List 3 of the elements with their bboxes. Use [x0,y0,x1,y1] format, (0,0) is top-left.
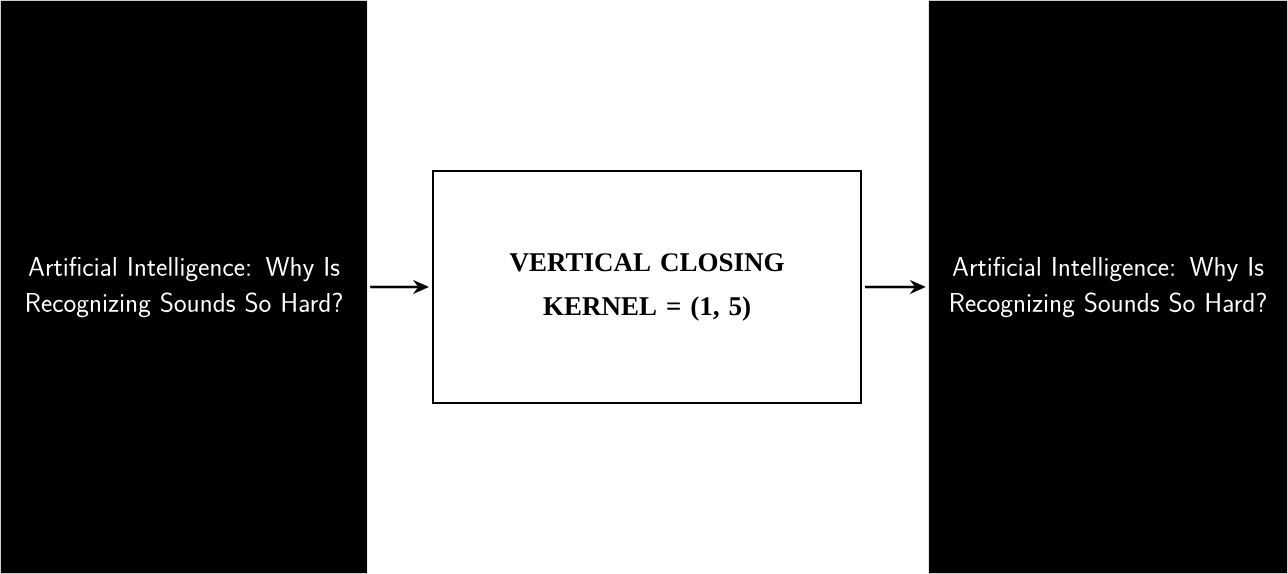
process-box: VERTICAL CLOSING KERNEL = (1, 5) [432,170,862,404]
image-panel: Artificial Intelligence: Why Is Recognizing Sounds So Hard? [0,0,368,574]
image-panel: Artificial Intelligence: Why Is Recognizing Sounds So Hard? [928,0,1288,574]
